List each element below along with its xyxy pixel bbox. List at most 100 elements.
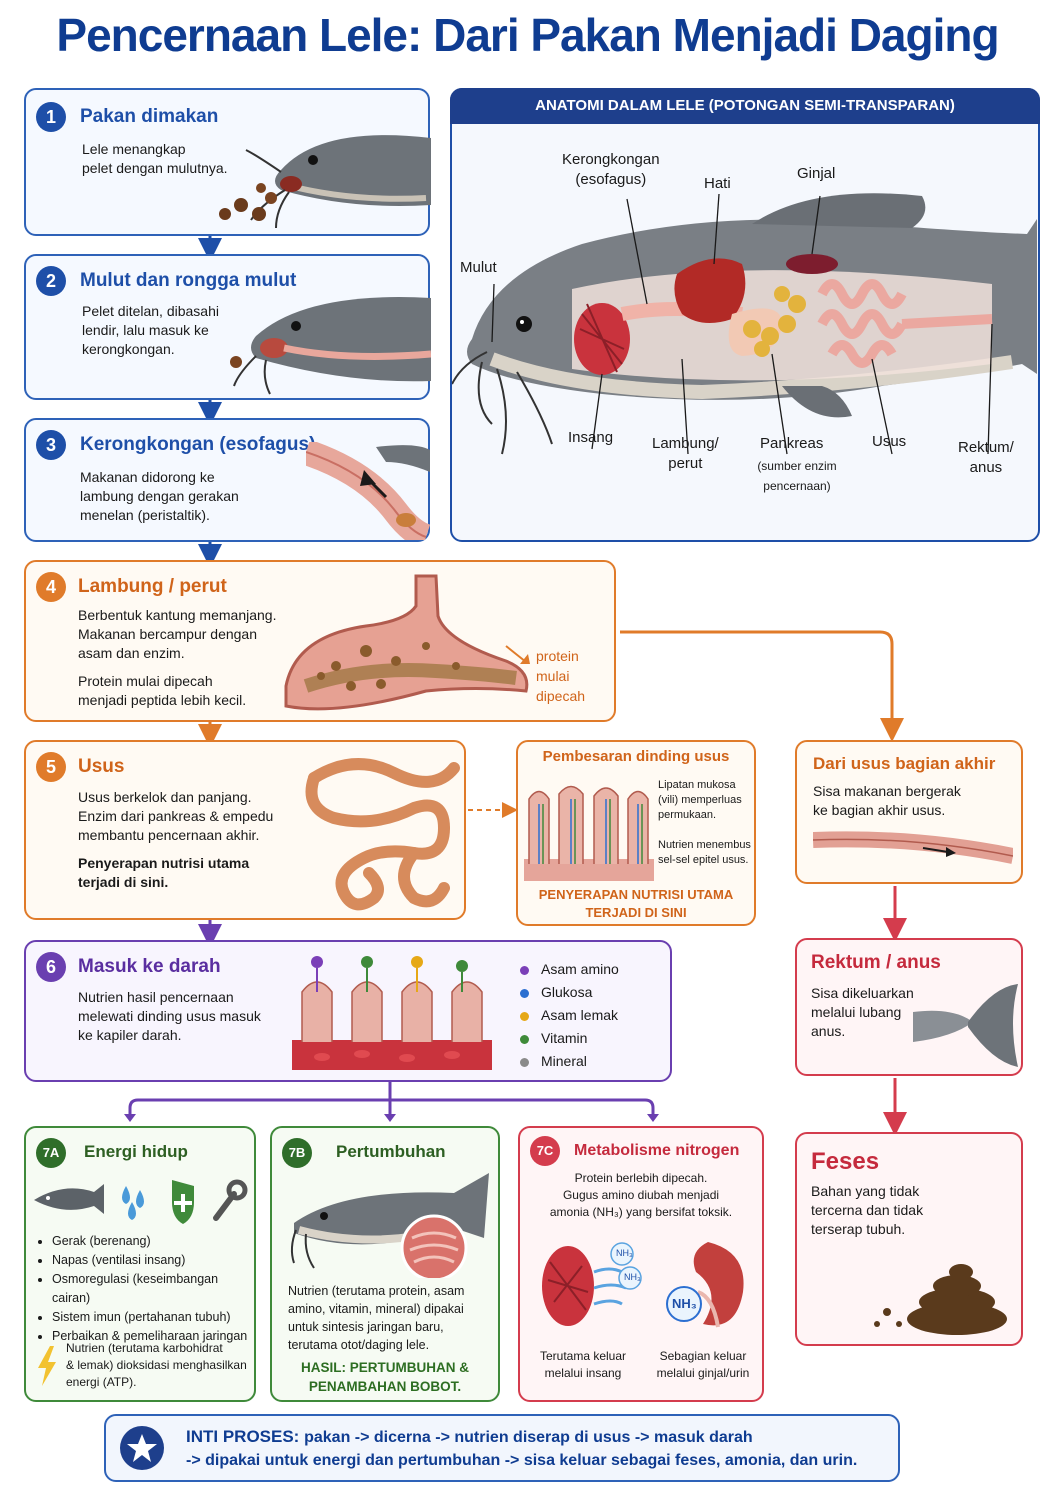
legend-item: Asam lemak xyxy=(520,1004,619,1027)
legend-swatch xyxy=(520,1034,529,1044)
legend-swatch xyxy=(520,1011,529,1021)
step-4-card: 4 Lambung / perut Berbentuk kantung mema… xyxy=(24,560,616,722)
step-number: 3 xyxy=(36,430,66,460)
growth-text: Nutrien (terutama protein, asam amino, v… xyxy=(288,1284,465,1352)
label-ginjal: Ginjal xyxy=(797,165,836,182)
list-item: Sistem imun (pertahanan tubuh) xyxy=(52,1308,256,1327)
nitrogen-text: Protein berlebih dipecah. Gugus amino di… xyxy=(549,1171,733,1219)
label-kerongkongan: Kerongkongan (esofagus) xyxy=(562,151,660,188)
step-6-card: 6 Masuk ke darah Nutrien hasil pencernaa… xyxy=(24,940,672,1082)
card-title: Rektum / anus xyxy=(811,952,941,973)
absorption-illustration xyxy=(292,956,492,1070)
nh3-label-3: NH₃ xyxy=(672,1296,697,1311)
legend-swatch xyxy=(520,988,529,998)
anatomy-title: ANATOMI DALAM LELE (POTONGAN SEMI-TRANSP… xyxy=(450,88,1040,124)
summary-lead: INTI PROSES: xyxy=(186,1427,300,1446)
legend-label: Glukosa xyxy=(541,984,593,1000)
zoom-note-2: Nutrien menembus sel-sel epitel usus. xyxy=(658,839,751,866)
shield-icon xyxy=(172,1180,194,1224)
step-text: Pelet ditelan, dibasahi lendir, lalu mas… xyxy=(82,303,219,357)
step-title: Kerongkongan (esofagus) xyxy=(80,434,316,455)
zoom-card: Pembesaran dinding usus Lipatan mukosa (… xyxy=(516,740,756,926)
arrow-icon xyxy=(505,645,530,664)
step-title: Usus xyxy=(78,756,125,777)
nh3-label-2: NH₃ xyxy=(624,1272,641,1282)
energy-card: 7A Energi hidup Gerak (berenang) Napas (… xyxy=(24,1126,256,1402)
arrow-4-end xyxy=(620,630,904,742)
step-text: Berbentuk kantung memanjang. Makanan ber… xyxy=(78,607,277,661)
catfish-anatomy-illustration xyxy=(452,193,1037,455)
summary-line-2: -> dipakai untuk energi dan pertumbuhan … xyxy=(186,1452,858,1469)
feses-card: Feses Bahan yang tidak tercerna dan tida… xyxy=(795,1132,1023,1346)
legend-label: Mineral xyxy=(541,1053,587,1069)
step-text: Makanan didorong ke lambung dengan gerak… xyxy=(80,469,239,523)
label-hati: Hati xyxy=(704,175,731,192)
legend-item: Vitamin xyxy=(520,1027,619,1050)
step-5-card: 5 Usus Usus berkelok dan panjang. Enzim … xyxy=(24,740,466,920)
nitrogen-right: Sebagian keluar melalui ginjal/urin xyxy=(656,1349,750,1380)
catfish-mouth-icon xyxy=(230,297,431,395)
card-text: Sisa makanan bergerak ke bagian akhir us… xyxy=(813,783,961,818)
label-mulut: Mulut xyxy=(460,259,497,276)
summary-box: INTI PROSES: pakan -> dicerna -> nutrien… xyxy=(104,1414,900,1482)
step-number: 4 xyxy=(36,572,66,602)
step-number: 6 xyxy=(36,952,66,982)
growth-card: 7B Pertumbuhan Nutrien (terutama protein… xyxy=(270,1126,500,1402)
card-title: Energi hidup xyxy=(84,1142,188,1161)
zoom-footer: PENYERAPAN NUTRISI UTAMA TERJADI DI SINI xyxy=(538,887,734,920)
growth-result: HASIL: PERTUMBUHAN & PENAMBAHAN BOBOT. xyxy=(301,1360,469,1394)
arrow-6-branch xyxy=(128,1082,655,1116)
summary-text: INTI PROSES: pakan -> dicerna -> nutrien… xyxy=(186,1426,857,1472)
energy-list: Gerak (berenang) Napas (ventilasi insang… xyxy=(36,1232,256,1346)
swimming-fish-icon xyxy=(34,1184,104,1214)
step-title: Masuk ke darah xyxy=(78,956,221,977)
zoom-title: Pembesaran dinding usus xyxy=(542,748,730,765)
villi-illustration xyxy=(524,785,654,881)
star-icon xyxy=(120,1426,164,1470)
list-item: Gerak (berenang) xyxy=(52,1232,256,1251)
legend-swatch xyxy=(520,965,529,975)
step-text: Lele menangkap pelet dengan mulutnya. xyxy=(82,141,228,176)
step-3-card: 3 Kerongkongan (esofagus) Makanan didoro… xyxy=(24,418,430,542)
step-text-2: Protein mulai dipecah menjadi peptida le… xyxy=(78,673,247,708)
step-title: Pakan dimakan xyxy=(80,106,219,127)
feces-icon xyxy=(874,1264,1007,1335)
label-usus: Usus xyxy=(872,433,907,450)
step-title: Mulut dan rongga mulut xyxy=(80,270,297,291)
step-text: Usus berkelok dan panjang. Enzim dari pa… xyxy=(78,789,274,843)
growing-fish-illustration xyxy=(290,1173,489,1278)
card-text: Sisa dikeluarkan melalui lubang anus. xyxy=(811,985,914,1039)
protein-note: protein mulai dipecah xyxy=(536,648,586,704)
water-drops-icon xyxy=(122,1186,144,1220)
legend-item: Asam amino xyxy=(520,958,619,981)
card-title: Dari usus bagian akhir xyxy=(813,754,996,773)
label-insang: Insang xyxy=(568,429,614,446)
end-intestine-card: Dari usus bagian akhir Sisa makanan berg… xyxy=(795,740,1023,884)
zoom-note-1: Lipatan mukosa (vili) memperluas permuka… xyxy=(658,779,742,821)
label-lambung: Lambung/ perut xyxy=(652,435,719,472)
lightning-icon xyxy=(38,1346,56,1386)
step-title: Lambung / perut xyxy=(78,576,227,597)
card-title: Pertumbuhan xyxy=(336,1142,446,1161)
summary-line-1: pakan -> dicerna -> nutrien diserap di u… xyxy=(304,1429,753,1446)
list-item: Perbaikan & pemeliharaan jaringan xyxy=(52,1327,256,1346)
legend-item: Mineral xyxy=(520,1050,619,1073)
step-number: 5 xyxy=(36,752,66,782)
energy-icons xyxy=(34,1179,248,1224)
card-text: Bahan yang tidak tercerna dan tidak ters… xyxy=(811,1183,924,1237)
label-pankreas-sub: (sumber enzim pencernaan) xyxy=(757,459,837,493)
step-text: Nutrien hasil pencernaan melewati dindin… xyxy=(78,989,261,1043)
label-pankreas: Pankreas xyxy=(760,435,824,452)
fish-tail-icon xyxy=(913,984,1018,1067)
label-rektum: Rektum/ anus xyxy=(958,439,1014,476)
card-title: Feses xyxy=(811,1148,880,1175)
intestine-tube-icon xyxy=(813,831,1013,864)
nitrogen-left: Terutama keluar melalui insang xyxy=(539,1349,627,1380)
esophagus-icon xyxy=(306,442,430,540)
energy-note: Nutrien (terutama karbohidrat & lemak) d… xyxy=(66,1341,247,1389)
card-number: 7C xyxy=(530,1136,560,1166)
step-number: 2 xyxy=(36,266,66,296)
step-1-card: 1 Pakan dimakan Lele menangkap pelet den… xyxy=(24,88,431,236)
anatomy-panel: ANATOMI DALAM LELE (POTONGAN SEMI-TRANSP… xyxy=(450,88,1040,542)
